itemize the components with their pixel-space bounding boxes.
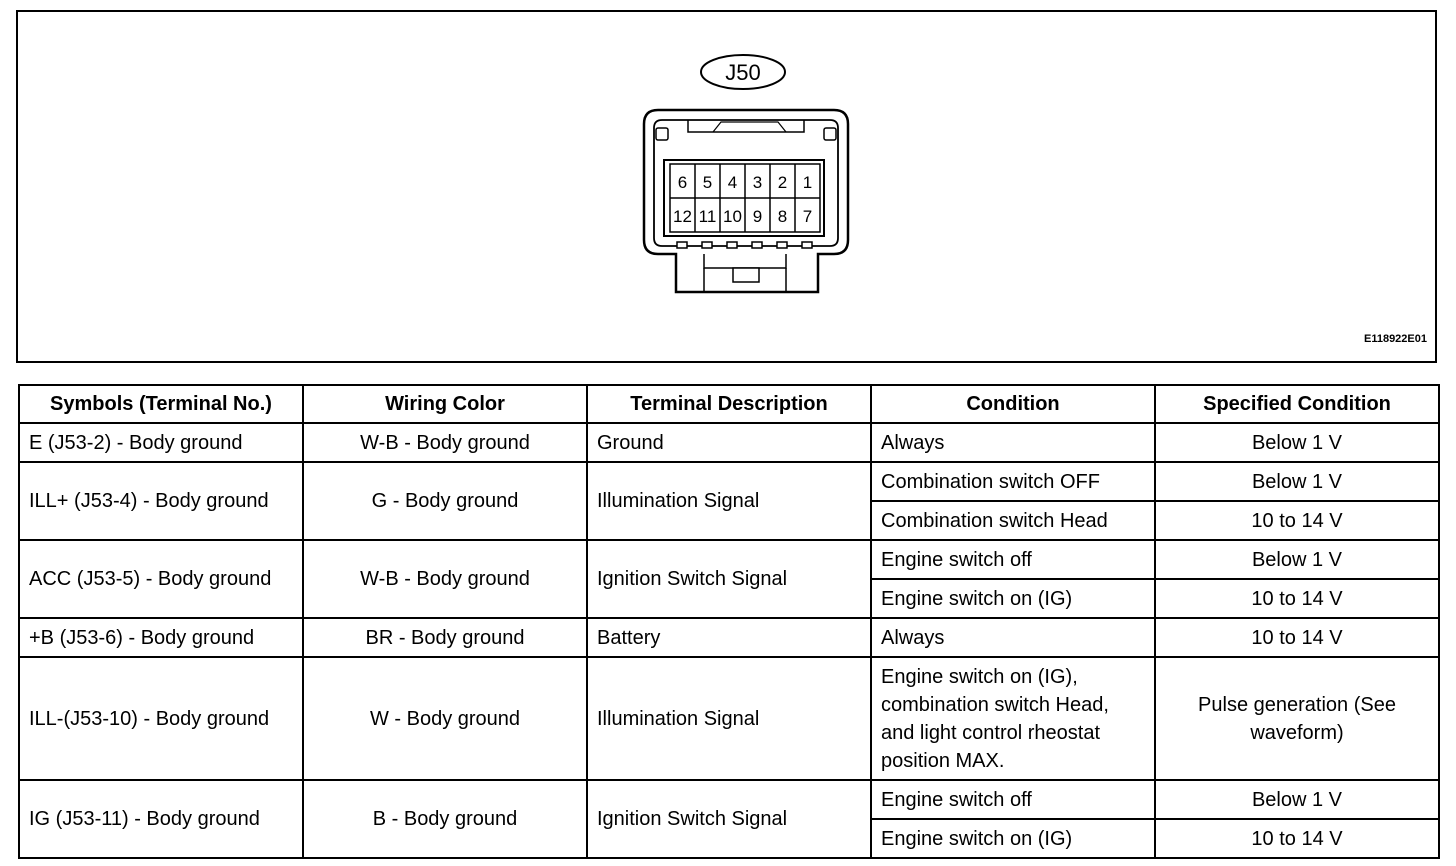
connector-label: J50 (725, 60, 760, 85)
wiring-cell: W-B - Body ground (302, 422, 588, 463)
wiring-cell: G - Body ground (302, 461, 588, 541)
specified-cell: Below 1 V (1154, 461, 1440, 502)
table-row: E (J53-2) - Body ground W-B - Body groun… (18, 422, 1440, 463)
specified-cell: 10 to 14 V (1154, 617, 1440, 658)
table-row: Engine switch on (IG) 10 to 14 V (19, 818, 1440, 859)
header-specified-condition: Specified Condition (1154, 384, 1440, 424)
pin-number: 12 (673, 207, 692, 226)
specified-cell: Below 1 V (1154, 779, 1440, 820)
symbol-cell: ILL+ (J53-4) - Body ground (18, 461, 304, 541)
header-symbols: Symbols (Terminal No.) (18, 384, 304, 424)
pin-number: 4 (728, 173, 737, 192)
description-cell: Ignition Switch Signal (586, 779, 872, 859)
wiring-cell: BR - Body ground (302, 617, 588, 658)
pin-number: 6 (678, 173, 687, 192)
table-row: ILL-(J53-10) - Body ground W - Body grou… (18, 656, 1440, 781)
pin-number: 11 (699, 207, 717, 226)
description-cell: Ground (586, 422, 872, 463)
description-cell: Illumination Signal (586, 461, 872, 541)
symbol-cell: ACC (J53-5) - Body ground (18, 539, 304, 619)
condition-cell: Engine switch on (IG), combination switc… (870, 656, 1156, 781)
table-row: ILL+ (J53-4) - Body ground G - Body grou… (18, 461, 1440, 541)
wiring-cell: B - Body ground (302, 779, 588, 859)
specified-cell: Pulse generation (See waveform) (1154, 656, 1440, 781)
wiring-cell: W-B - Body ground (302, 539, 588, 619)
pin-number: 7 (803, 207, 812, 226)
pin-number: 9 (753, 207, 762, 226)
pin-number: 5 (703, 173, 712, 192)
symbol-cell: +B (J53-6) - Body ground (18, 617, 304, 658)
specified-cell: 10 to 14 V (1154, 500, 1440, 541)
symbol-cell: IG (J53-11) - Body ground (18, 779, 304, 859)
figure-code: E118922E01 (1363, 333, 1427, 345)
description-cell: Illumination Signal (586, 656, 872, 781)
condition-cell: Engine switch on (IG) (870, 578, 1156, 619)
symbol-cell: E (J53-2) - Body ground (18, 422, 304, 463)
header-condition: Condition (870, 384, 1156, 424)
table-row: Engine switch on (IG) 10 to 14 V (19, 578, 1440, 619)
description-cell: Ignition Switch Signal (586, 539, 872, 619)
condition-cell: Combination switch OFF (870, 461, 1156, 502)
pin-number: 1 (803, 173, 812, 192)
specified-cell: Below 1 V (1154, 422, 1440, 463)
terminal-spec-table: Symbols (Terminal No.) Wiring Color Term… (18, 384, 1440, 859)
symbol-cell: ILL-(J53-10) - Body ground (18, 656, 304, 781)
pin-number: 2 (778, 173, 787, 192)
table-row: Combination switch Head 10 to 14 V (19, 500, 1440, 541)
condition-cell: Engine switch on (IG) (870, 818, 1156, 859)
condition-cell: Combination switch Head (870, 500, 1156, 541)
specified-cell: Below 1 V (1154, 539, 1440, 580)
condition-cell: Always (870, 422, 1156, 463)
condition-cell: Engine switch off (870, 539, 1156, 580)
table-row: IG (J53-11) - Body ground B - Body groun… (18, 779, 1440, 859)
pin-number: 10 (723, 207, 742, 226)
connector-label-oval (700, 54, 786, 90)
condition-cell: Always (870, 617, 1156, 658)
specified-cell: 10 to 14 V (1154, 818, 1440, 859)
pin-number: 8 (778, 207, 787, 226)
description-cell: Battery (586, 617, 872, 658)
header-wiring-color: Wiring Color (302, 384, 588, 424)
table-header-row: Symbols (Terminal No.) Wiring Color Term… (18, 384, 1440, 424)
table-row: +B (J53-6) - Body ground BR - Body groun… (18, 617, 1440, 658)
table-row: ACC (J53-5) - Body ground W-B - Body gro… (18, 539, 1440, 619)
wiring-cell: W - Body ground (302, 656, 588, 781)
pin-number: 3 (753, 173, 762, 192)
specified-cell: 10 to 14 V (1154, 578, 1440, 619)
condition-cell: Engine switch off (870, 779, 1156, 820)
header-terminal-description: Terminal Description (586, 384, 872, 424)
